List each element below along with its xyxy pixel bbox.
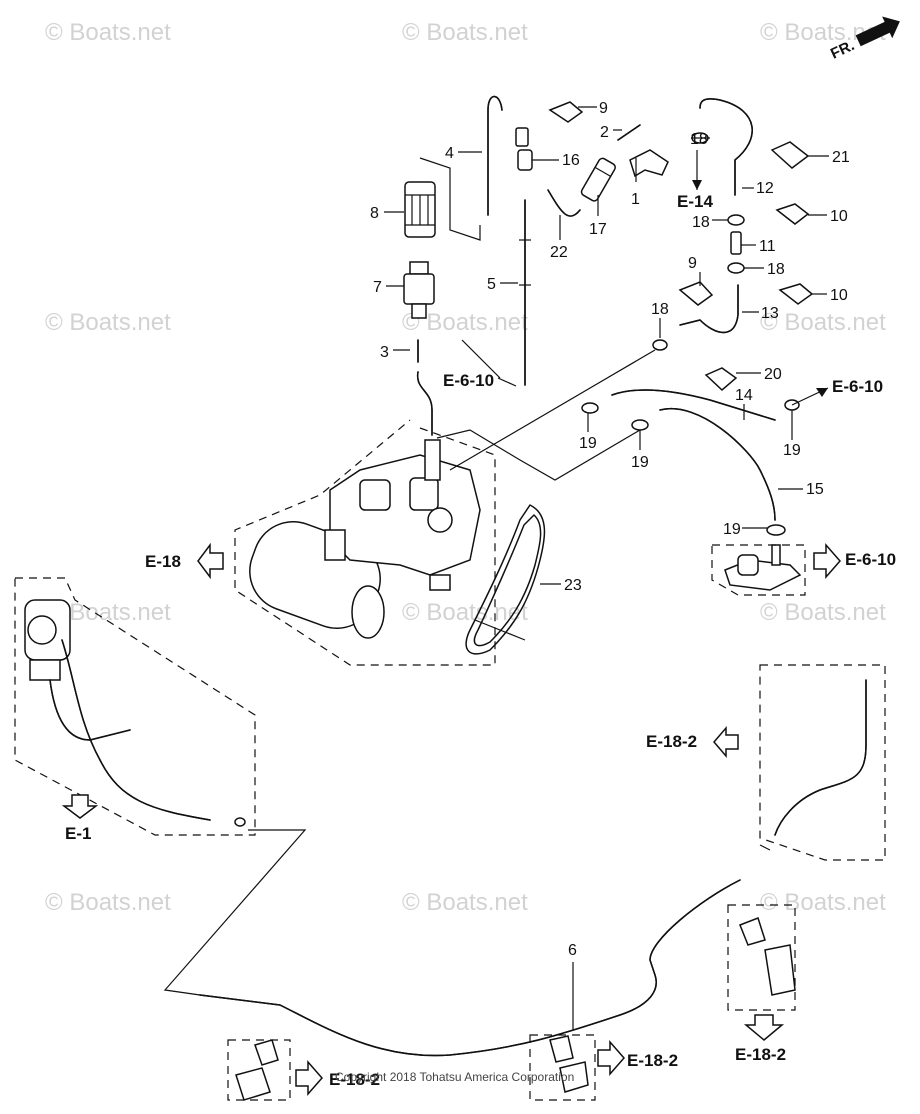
part-number-callout[interactable]: 16 xyxy=(562,152,580,169)
inline-fuel-filter xyxy=(403,261,435,319)
reference-label[interactable]: E-18-2 xyxy=(627,1051,678,1070)
watermark: © Boats.net xyxy=(402,889,528,916)
part-number-callout[interactable]: 3 xyxy=(380,344,389,361)
part-number-callout[interactable]: 10 xyxy=(830,208,848,225)
part-number-callout[interactable]: 6 xyxy=(568,942,577,959)
part-number-callout[interactable]: 9 xyxy=(688,255,697,272)
reference-label[interactable]: E-18-2 xyxy=(329,1070,380,1089)
part-number-callout[interactable]: 10 xyxy=(830,287,848,304)
throttle-body xyxy=(24,599,246,827)
reference-arrows xyxy=(61,150,841,1096)
watermark: © Boats.net xyxy=(45,309,171,336)
reference-label[interactable]: E-1 xyxy=(65,824,91,843)
part-drawings xyxy=(24,95,867,1101)
reference-label[interactable]: E-6-10 xyxy=(845,550,896,569)
part-number-callout[interactable]: 21 xyxy=(832,149,850,166)
part-number-callout[interactable]: 12 xyxy=(756,180,774,197)
part-number-callout[interactable]: 7 xyxy=(373,279,382,296)
part-number-callout[interactable]: 13 xyxy=(761,305,779,322)
group-outlines xyxy=(14,157,886,1101)
part-number-callout[interactable]: 15 xyxy=(806,481,824,498)
watermark: © Boats.net xyxy=(45,889,171,916)
fuel-filter-element xyxy=(404,181,436,238)
part-number-callout[interactable]: 19 xyxy=(579,435,597,452)
part-number-callout[interactable]: 5 xyxy=(487,276,496,293)
part-number-callout[interactable]: 23 xyxy=(564,577,582,594)
part-number-callout[interactable]: 1 xyxy=(631,191,640,208)
part-number-callout[interactable]: 17 xyxy=(589,221,607,238)
watermark: © Boats.net xyxy=(760,889,886,916)
part-number-callout[interactable]: 9 xyxy=(599,100,608,117)
part-number-callout[interactable]: 18 xyxy=(692,214,710,231)
part-number-callout[interactable]: 19 xyxy=(723,521,741,538)
part-number-callout[interactable]: 19 xyxy=(631,454,649,471)
watermark: © Boats.net xyxy=(760,309,886,336)
part-number-callout[interactable]: 19 xyxy=(783,442,801,459)
part-number-callout[interactable]: 18 xyxy=(767,261,785,278)
watermark: © Boats.net xyxy=(402,19,528,46)
watermarks: © Boats.net © Boats.net © Boats.net © Bo… xyxy=(45,19,886,916)
part-number-callout[interactable]: 18 xyxy=(690,131,708,148)
part-number-callout[interactable]: 14 xyxy=(735,387,753,404)
watermark: © Boats.net xyxy=(760,599,886,626)
reference-label[interactable]: E-6-10 xyxy=(832,377,883,396)
part-number-callout[interactable]: 20 xyxy=(764,366,782,383)
part-callouts: 1 2 3 4 5 6 7 8 9 9 10 10 11 12 13 14 15… xyxy=(370,100,850,959)
part-number-callout[interactable]: 22 xyxy=(550,244,568,261)
reference-label[interactable]: E-18-2 xyxy=(735,1045,786,1064)
reference-label[interactable]: E-14 xyxy=(677,192,713,211)
copyright-text: Copyright 2018 Tohatsu America Corporati… xyxy=(335,1070,574,1084)
part-number-callout[interactable]: 18 xyxy=(651,301,669,318)
reference-label[interactable]: E-6-10 xyxy=(443,371,494,390)
watermark: © Boats.net xyxy=(402,599,528,626)
part-number-callout[interactable]: 11 xyxy=(759,238,776,255)
direction-arrow-icon xyxy=(855,16,900,47)
watermark: © Boats.net xyxy=(45,19,171,46)
part-number-callout[interactable]: 2 xyxy=(600,124,609,141)
part-number-callout[interactable]: 8 xyxy=(370,205,379,222)
carburetor-assembly xyxy=(249,439,481,639)
reference-label[interactable]: E-18 xyxy=(145,552,181,571)
part-number-callout[interactable]: 4 xyxy=(445,145,454,162)
reference-label[interactable]: E-18-2 xyxy=(646,732,697,751)
reference-labels: E-6-10 E-14 E-6-10 E-6-10 E-18 E-1 E-18-… xyxy=(65,192,896,1089)
leader-lines xyxy=(384,106,829,1030)
